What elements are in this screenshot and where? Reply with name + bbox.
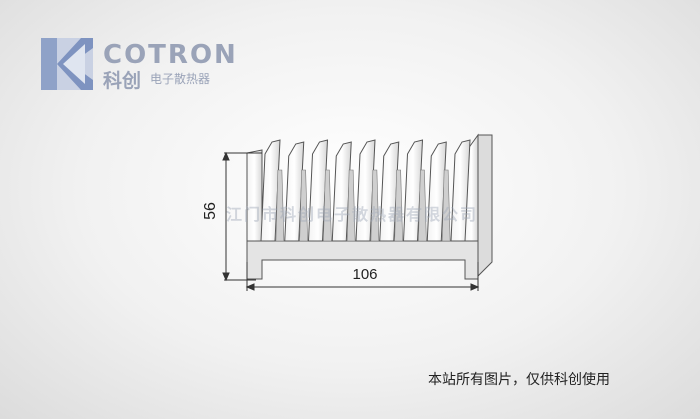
brand-subtitle: 电子散热器 — [150, 72, 211, 86]
width-dimension-label: 106 — [352, 266, 378, 283]
heatsink-fin — [402, 139, 424, 242]
fin-groove — [370, 169, 380, 242]
fin-groove — [275, 169, 285, 242]
heatsink-fin — [284, 141, 305, 242]
fin-groove — [346, 169, 356, 242]
fin-groove — [299, 169, 308, 242]
fin-groove — [323, 169, 332, 242]
footer-note: 本站所有图片，仅供科创使用 — [428, 372, 610, 388]
heatsink-fin — [450, 139, 471, 242]
fin-groove — [418, 169, 427, 242]
fin-groove — [441, 169, 451, 242]
heatsink-fin — [307, 139, 329, 242]
heatsink-fin — [260, 139, 281, 242]
fin-groove — [394, 169, 403, 242]
company-watermark: 江门市科创电子散热器有限公司 — [226, 205, 479, 224]
heatsink-fin — [379, 141, 400, 242]
heatsink-fin — [331, 141, 352, 242]
cotron-logo-icon — [41, 38, 93, 90]
brand-chinese-name: 科创 — [103, 70, 142, 92]
heatsink-side-face — [477, 134, 493, 278]
heatsink-profile — [246, 133, 493, 280]
brand-name: COTRON — [103, 40, 238, 70]
height-dimension-line — [222, 151, 262, 282]
width-dimension-line — [245, 262, 480, 291]
height-dimension-label: 56 — [202, 202, 219, 220]
heatsink-fin — [426, 141, 447, 242]
heatsink-fin — [355, 139, 376, 242]
heatsink-fin — [246, 149, 263, 242]
